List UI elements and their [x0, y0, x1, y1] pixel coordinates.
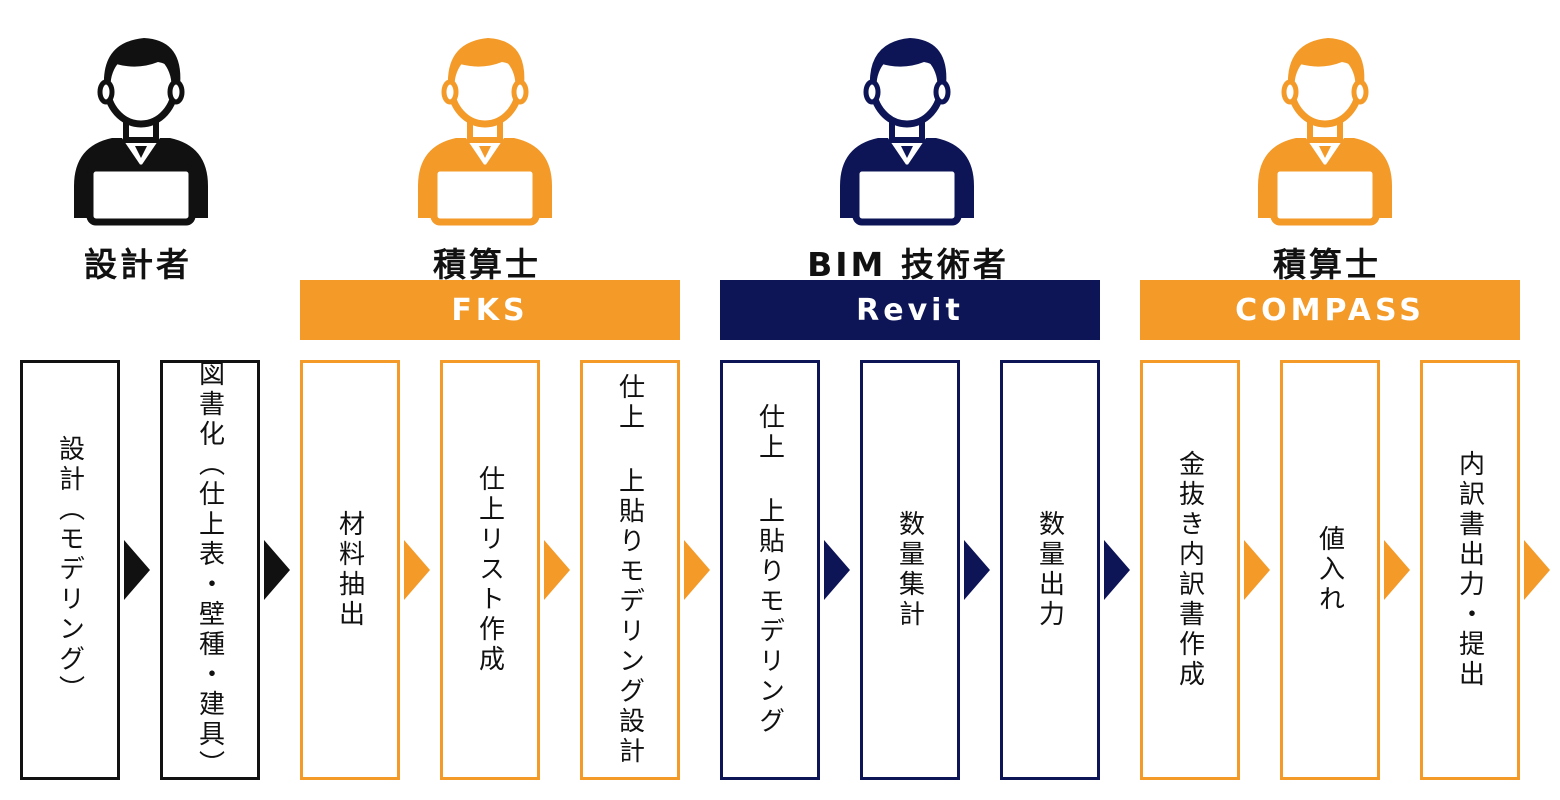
step-label: 設計（モデリング） — [54, 435, 85, 705]
step-finish-modeling: 仕上 上貼りモデリング — [720, 360, 820, 780]
step-quantity-output: 数量出力 — [1000, 360, 1100, 780]
step-design-modeling: 設計（モデリング） — [20, 360, 120, 780]
step-label: 仕上 上貼りモデリング — [754, 403, 785, 737]
arrow-right-icon — [1244, 540, 1270, 600]
estimator-2-person-icon — [1250, 28, 1400, 228]
tool-revit: Revit — [720, 280, 1100, 340]
step-quantity-takeoff: 数量集計 — [860, 360, 960, 780]
step-label: 仕上リスト作成 — [474, 465, 505, 675]
tool-compass: COMPASS — [1140, 280, 1520, 340]
role-estimator-2: 積算士 — [1273, 245, 1381, 284]
step-material-extraction: 材料抽出 — [300, 360, 400, 780]
step-label: 内訳書出力・提出 — [1454, 450, 1485, 690]
role-bim-engineer: BIM 技術者 — [807, 245, 1009, 284]
step-label: 数量集計 — [894, 510, 925, 630]
arrow-right-icon — [824, 540, 850, 600]
role-designer: 設計者 — [84, 245, 192, 284]
step-label: 数量出力 — [1034, 510, 1065, 630]
step-label: 仕上 上貼りモデリング設計 — [614, 373, 645, 767]
step-label: 金抜き内訳書作成 — [1174, 450, 1205, 690]
arrow-right-icon — [404, 540, 430, 600]
step-label: 値入れ — [1314, 525, 1345, 615]
designer-person-icon — [66, 28, 216, 228]
arrow-right-icon — [964, 540, 990, 600]
arrow-right-icon — [544, 540, 570, 600]
step-finish-modeling-design: 仕上 上貼りモデリング設計 — [580, 360, 680, 780]
step-documentation: 図書化（仕上表・壁種・建具） — [160, 360, 260, 780]
arrow-right-icon — [1104, 540, 1130, 600]
step-finish-list: 仕上リスト作成 — [440, 360, 540, 780]
tool-fks: FKS — [300, 280, 680, 340]
arrow-right-icon — [124, 540, 150, 600]
role-estimator: 積算士 — [433, 245, 541, 284]
step-label: 図書化（仕上表・壁種・建具） — [194, 360, 225, 780]
step-pricing: 値入れ — [1280, 360, 1380, 780]
estimator-person-icon — [410, 28, 560, 228]
arrow-right-icon — [1384, 540, 1410, 600]
arrow-right-icon — [1524, 540, 1550, 600]
arrow-right-icon — [684, 540, 710, 600]
step-breakdown-creation: 金抜き内訳書作成 — [1140, 360, 1240, 780]
step-breakdown-output: 内訳書出力・提出 — [1420, 360, 1520, 780]
arrow-right-icon — [264, 540, 290, 600]
bim-engineer-person-icon — [832, 28, 982, 228]
step-label: 材料抽出 — [334, 510, 365, 630]
